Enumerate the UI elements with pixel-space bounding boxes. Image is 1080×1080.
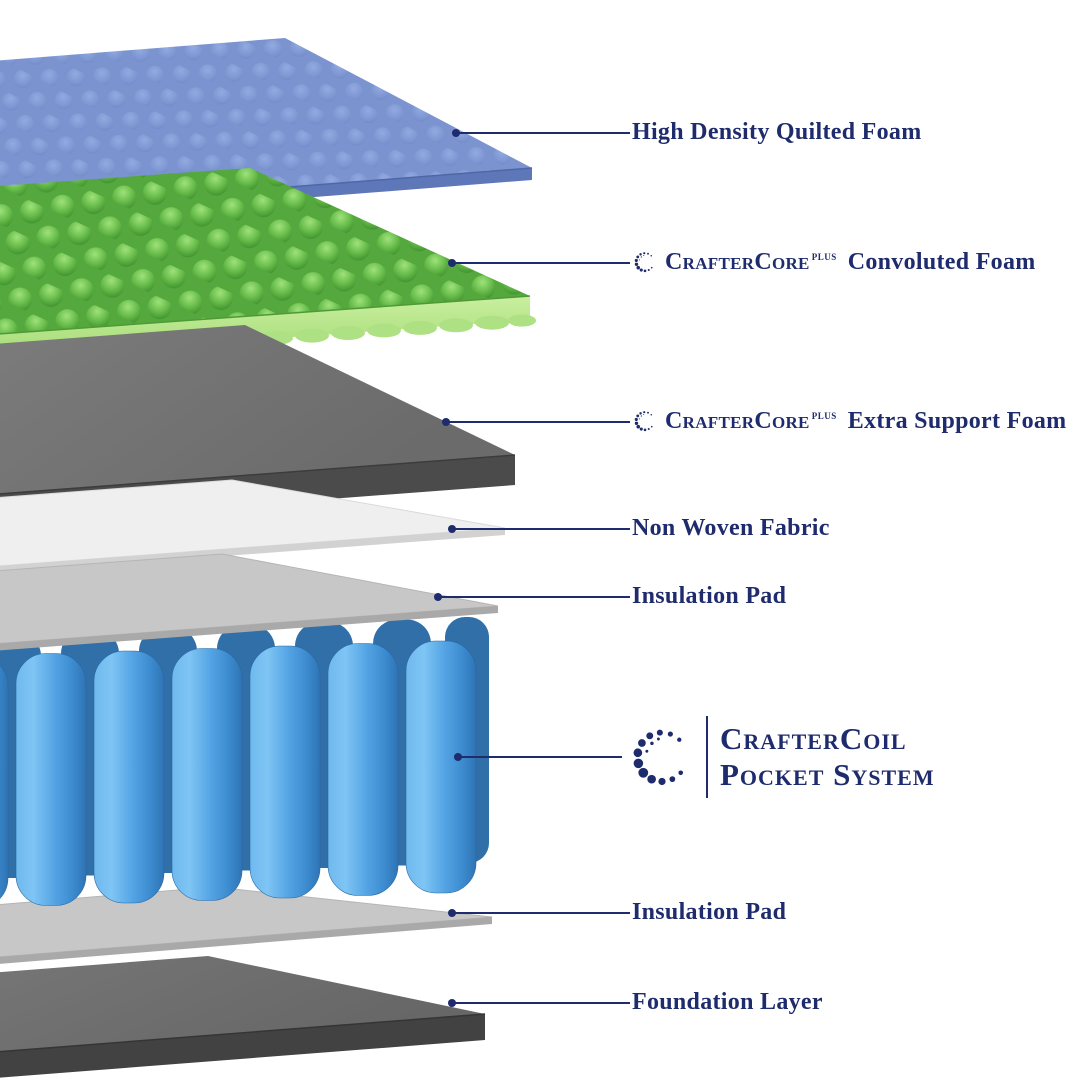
leader-insulation-pad-top — [434, 593, 630, 601]
brand-text: CrafterCore — [665, 407, 810, 434]
leader-support-foam — [442, 418, 630, 426]
insulation-pad-bottom-layer — [0, 886, 493, 964]
leader-quilted-foam — [452, 129, 630, 137]
leader-dot — [448, 259, 456, 267]
label-insulation-pad-bottom: Insulation Pad — [632, 897, 786, 927]
leader-dot — [452, 129, 460, 137]
brand-sup: Plus — [811, 410, 837, 421]
foundation-layer — [0, 956, 486, 1078]
pocket-system-text: CrafterCoil Pocket System — [720, 721, 935, 792]
leader-dot — [448, 525, 456, 533]
label-text: Non Woven Fabric — [632, 514, 830, 541]
pocket-coils — [0, 617, 489, 906]
label-extra-support-foam: CrafterCorePlus Extra Support Foam — [632, 406, 1066, 436]
brand-line-2: Pocket System — [720, 757, 935, 792]
brand-name: CrafterCorePlus — [665, 408, 837, 435]
leader-dot — [434, 593, 442, 601]
brand-sup: Plus — [811, 251, 837, 262]
pocket-coil-front-row — [0, 640, 477, 906]
label-text: Insulation Pad — [632, 898, 787, 925]
leader-insulation-pad-bottom — [448, 909, 630, 917]
label-text: Insulation Pad — [632, 582, 787, 609]
leader-pocket-coils — [454, 753, 622, 761]
leader-dot — [454, 753, 462, 761]
leader-non-woven-fabric — [448, 525, 630, 533]
leader-dot — [448, 909, 456, 917]
leader-convoluted-foam — [448, 259, 630, 267]
label-text: Foundation Layer — [632, 988, 823, 1015]
label-foundation: Foundation Layer — [632, 987, 823, 1017]
brand-line-1: CrafterCoil — [720, 721, 907, 757]
label-pocket-coil-system: CrafterCoil Pocket System — [626, 707, 935, 807]
divider-line — [706, 716, 708, 798]
label-convoluted-foam: CrafterCorePlus Convoluted Foam — [632, 247, 1036, 277]
label-text: Convoluted Foam — [847, 248, 1036, 275]
label-insulation-pad-top: Insulation Pad — [632, 581, 786, 611]
label-text: Extra Support Foam — [847, 407, 1067, 434]
insulation-pad-top-layer — [0, 553, 499, 651]
leader-dot — [442, 418, 450, 426]
leader-foundation — [448, 999, 630, 1007]
convoluted-foam-layer — [0, 168, 536, 364]
craftercoil-logo-icon — [626, 721, 698, 793]
craftercore-logo-icon — [632, 249, 658, 275]
craftercore-logo-icon — [632, 408, 658, 434]
label-text: High Density Quilted Foam — [632, 118, 922, 145]
label-non-woven-fabric: Non Woven Fabric — [632, 513, 830, 543]
brand-text: CrafterCore — [665, 248, 810, 275]
label-quilted-foam: High Density Quilted Foam — [632, 117, 922, 147]
leader-dot — [448, 999, 456, 1007]
brand-name: CrafterCorePlus — [665, 249, 837, 276]
